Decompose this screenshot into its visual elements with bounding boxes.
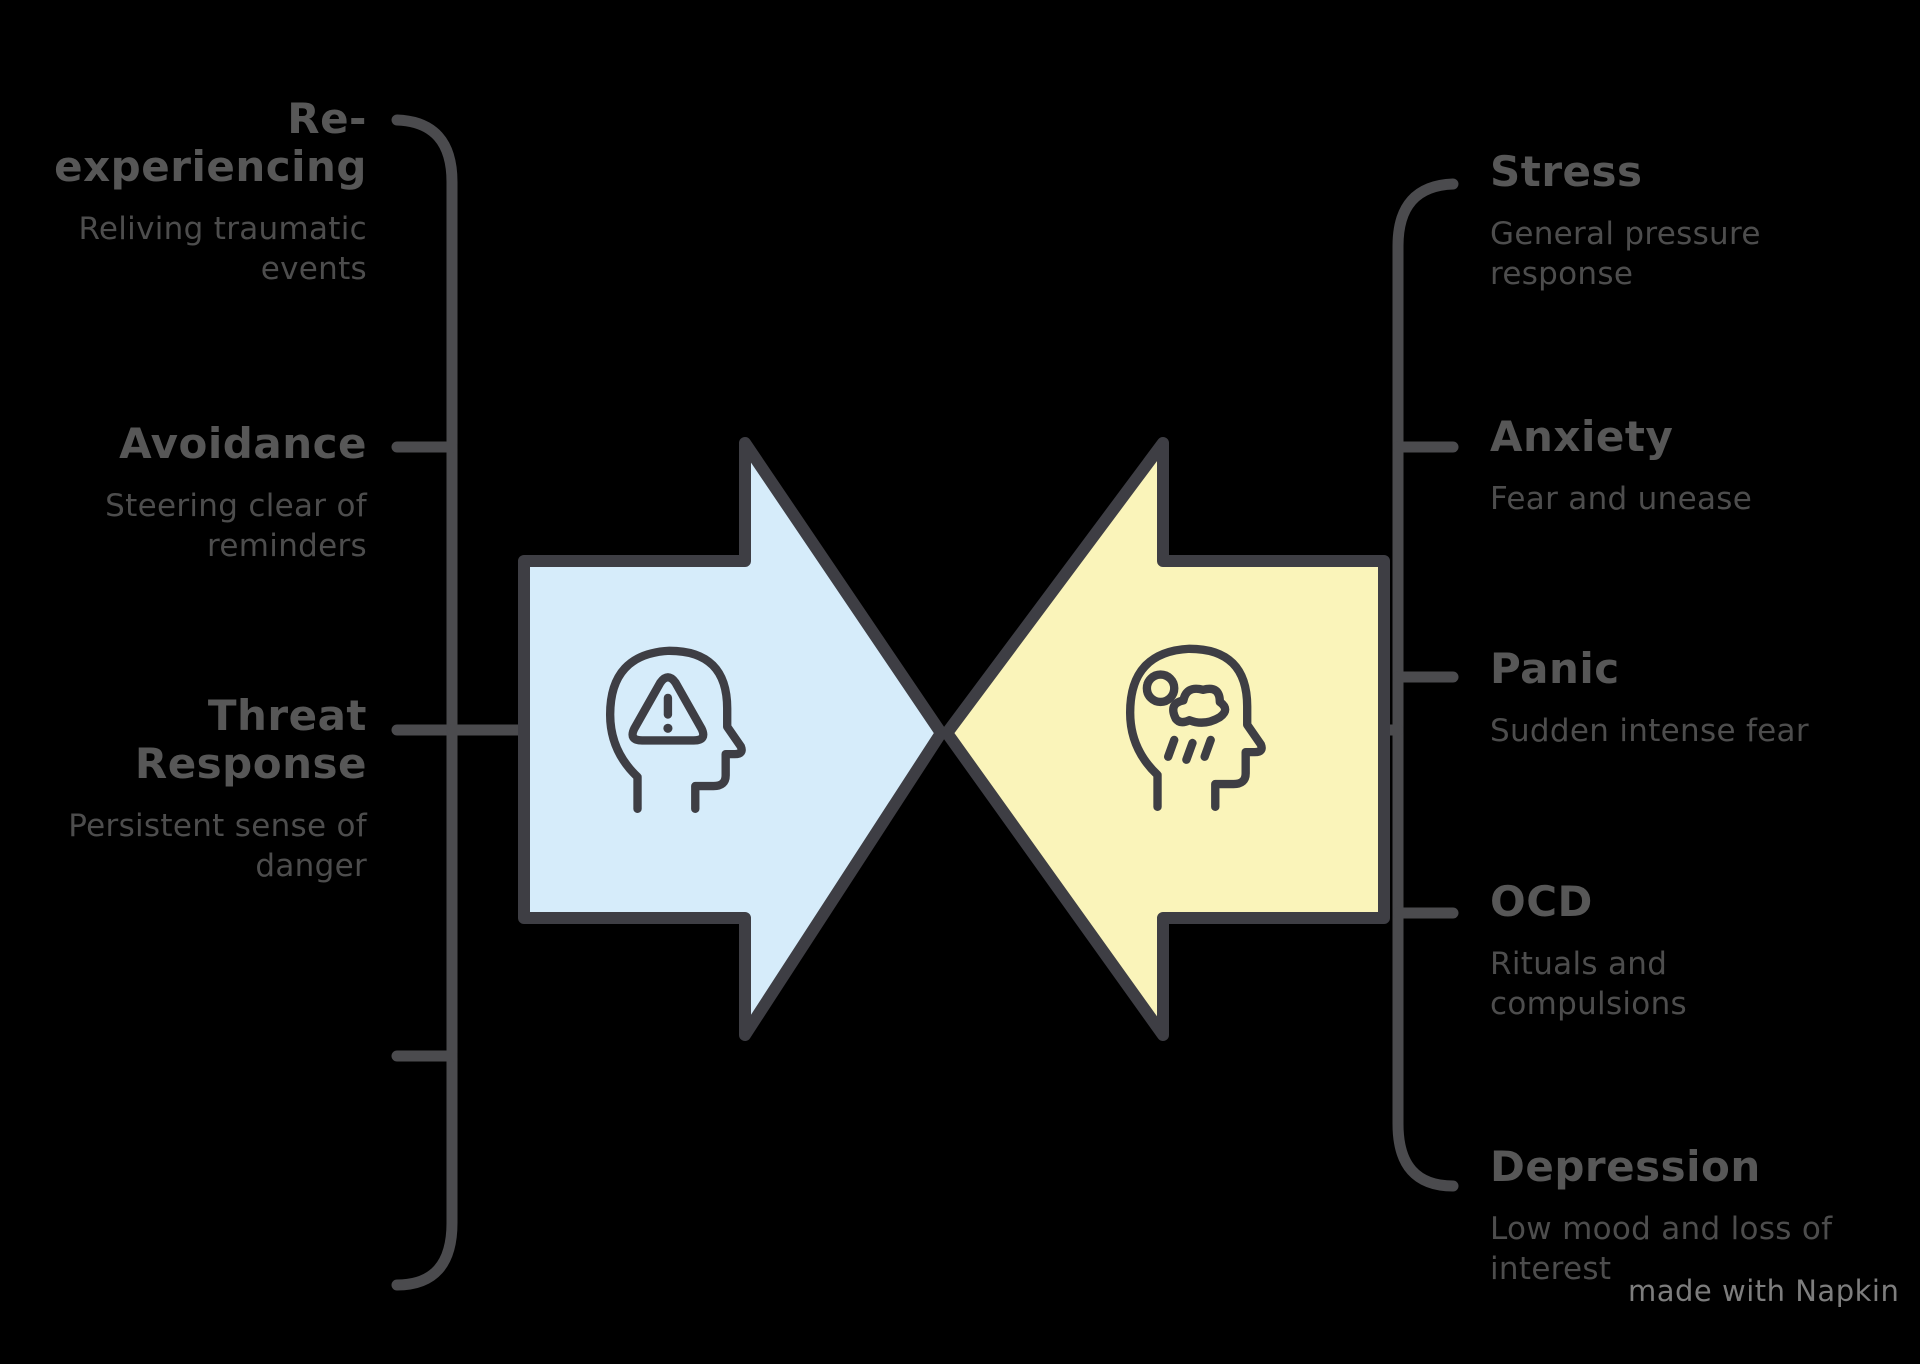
right-item-depression: Depression Low mood and loss of interest xyxy=(1490,1143,1850,1289)
right-bracket-spine xyxy=(1392,178,1459,1192)
right-item-anxiety: Anxiety Fear and unease xyxy=(1490,413,1752,519)
napkin-watermark: made with Napkin xyxy=(1628,1274,1900,1308)
left-item-subtitle: Steering clear of reminders xyxy=(105,487,367,565)
warning-head-icon xyxy=(605,646,746,814)
left-item-avoidance: Avoidance Steering clear of reminders xyxy=(37,420,367,566)
right-item-panic: Panic Sudden intense fear xyxy=(1490,645,1809,751)
right-arrow-shape xyxy=(941,437,1390,1041)
right-bracket xyxy=(1378,178,1459,1192)
thought-circle xyxy=(1142,670,1179,707)
right-item-subtitle: Low mood and loss of interest xyxy=(1490,1210,1833,1288)
rain-line-3 xyxy=(1200,735,1215,761)
rain-line-1 xyxy=(1163,735,1179,761)
right-item-title: Anxiety xyxy=(1490,412,1674,461)
left-item-threat-response: Threat Response Persistent sense of dang… xyxy=(37,692,367,886)
right-item-subtitle: General pressure response xyxy=(1490,215,1761,293)
head-profile-outline xyxy=(1125,644,1266,812)
left-item-title: Threat Response xyxy=(134,691,367,788)
right-item-subtitle: Rituals and compulsions xyxy=(1490,945,1687,1023)
right-item-title: Panic xyxy=(1490,644,1620,693)
right-item-title: Depression xyxy=(1490,1142,1761,1191)
left-bracket-spine xyxy=(391,114,458,1291)
warning-triangle-icon xyxy=(628,673,708,745)
right-item-title: OCD xyxy=(1490,877,1593,926)
left-item-re-experiencing: Re-experiencing Reliving traumatic event… xyxy=(37,95,367,289)
right-item-stress: Stress General pressure response xyxy=(1490,148,1820,294)
cloud-shape xyxy=(1169,684,1230,727)
left-item-title: Avoidance xyxy=(119,419,367,468)
exclamation-dot xyxy=(663,723,673,733)
rain-cloud-head-icon xyxy=(1125,644,1266,812)
head-profile-outline xyxy=(605,646,746,814)
right-item-ocd: OCD Rituals and compulsions xyxy=(1490,878,1820,1024)
left-item-subtitle: Reliving traumatic events xyxy=(78,210,367,288)
right-item-title: Stress xyxy=(1490,147,1643,196)
right-item-subtitle: Fear and unease xyxy=(1490,480,1753,517)
right-item-subtitle: Sudden intense fear xyxy=(1490,712,1809,749)
left-bracket xyxy=(391,114,533,1291)
left-item-title: Re-experiencing xyxy=(54,94,367,191)
rain-line-2 xyxy=(1182,738,1197,764)
left-item-subtitle: Persistent sense of danger xyxy=(68,807,367,885)
